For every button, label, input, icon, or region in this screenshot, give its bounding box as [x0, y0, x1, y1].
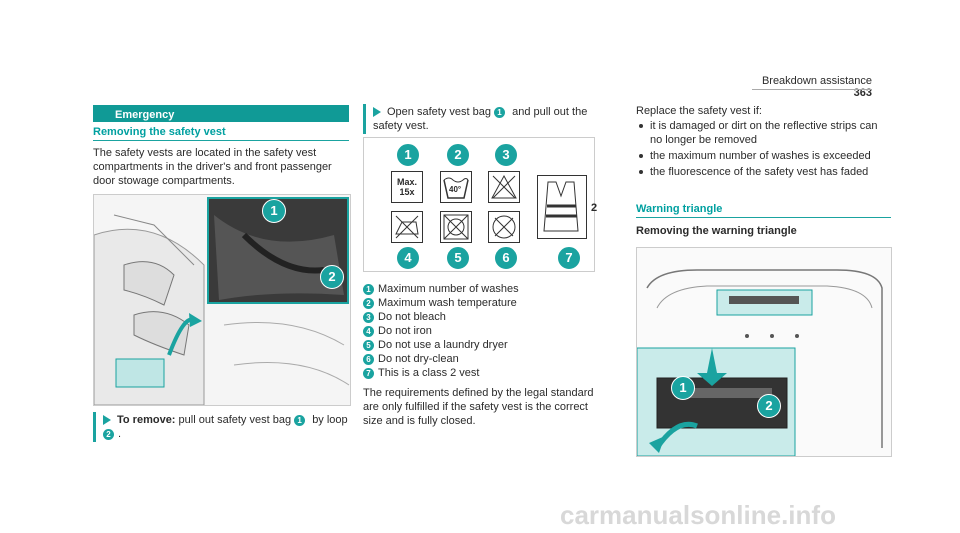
no-iron-icon	[391, 211, 423, 243]
step-text-a: pull out safety vest bag	[178, 414, 292, 426]
bullet-dot	[639, 154, 643, 158]
warning-title-rule	[636, 217, 891, 218]
callout-1: 1	[396, 143, 420, 167]
callout-6: 6	[494, 246, 518, 270]
section-name: Breakdown assistance	[761, 75, 872, 87]
care-label-figure: 1 2 3 Max. 15x 40° 2 4 5 6 7	[363, 137, 598, 272]
intro-text: The safety vests are located in the safe…	[93, 147, 332, 187]
open-step-text-b: and pull out the safety vest.	[373, 106, 588, 132]
callout-1: 1	[262, 199, 286, 223]
callout-2: 2	[757, 394, 781, 418]
watermark: carmanualsonline.info	[560, 500, 836, 530]
callout-5: 5	[446, 246, 470, 270]
bullet-dot	[639, 170, 643, 174]
care-max: Max.	[396, 177, 417, 187]
title-rule	[93, 140, 349, 141]
remove-step: To remove: pull out safety vest bag 1 by…	[103, 413, 348, 441]
trunk-illustration	[637, 269, 883, 456]
inline-callout-1: 1	[294, 414, 306, 426]
bullet-dot	[639, 124, 643, 128]
callout-2: 2	[446, 143, 470, 167]
callout-4: 4	[396, 246, 420, 270]
callout-3: 3	[494, 143, 518, 167]
inline-callout-2: 2	[103, 428, 114, 440]
door-figure: 1 2	[93, 194, 351, 406]
inline-callout-1: 1	[494, 106, 506, 118]
warning-triangle-title: Warning triangle	[636, 203, 723, 215]
bullet-item: the fluorescence of the safety vest has …	[636, 165, 886, 179]
wash-temperature-icon: 40°	[440, 171, 472, 203]
remove-step-marker	[93, 412, 96, 442]
callout-1: 1	[671, 376, 695, 400]
open-step: Open safety vest bag 1 and pull out the …	[373, 105, 613, 133]
replace-bullets: it is damaged or dirt on the reflective …	[636, 119, 886, 179]
open-step-text-a: Open safety vest bag	[387, 106, 491, 118]
open-step-marker	[363, 104, 366, 134]
no-dryer-icon	[440, 211, 472, 243]
max-washes-icon: Max. 15x	[391, 171, 423, 203]
replace-intro: Replace the safety vest if:	[636, 105, 762, 117]
bullet-item: the maximum number of washes is exceeded	[636, 149, 886, 163]
standard-note: The requirements defined by the legal st…	[363, 387, 594, 427]
care-15x: 15x	[399, 187, 415, 197]
removing-triangle-subtitle: Removing the warning triangle	[636, 225, 797, 237]
page-number: 363	[853, 87, 872, 99]
callout-2: 2	[320, 265, 344, 289]
no-bleach-icon	[488, 171, 520, 203]
trunk-figure: 1 2	[636, 247, 892, 457]
door-illustration	[94, 195, 350, 405]
no-dry-clean-icon	[488, 211, 520, 243]
step-arrow-icon	[373, 107, 381, 118]
running-header: Breakdown assistance 363	[752, 75, 872, 99]
step-lead: To remove:	[117, 414, 176, 426]
step-text-b: by loop	[312, 414, 348, 426]
safety-vest-icon	[537, 175, 587, 239]
bullet-item: it is damaged or dirt on the reflective …	[636, 119, 886, 147]
emergency-banner: Emergency	[93, 105, 349, 122]
step-arrow-icon	[103, 415, 111, 426]
care-40: 40°	[449, 185, 462, 194]
section-title: Removing the safety vest	[93, 126, 226, 138]
vest-class-label: 2	[591, 202, 598, 214]
callout-7: 7	[557, 246, 581, 270]
header-rule	[752, 89, 872, 90]
banner-label: Emergency	[115, 109, 175, 121]
